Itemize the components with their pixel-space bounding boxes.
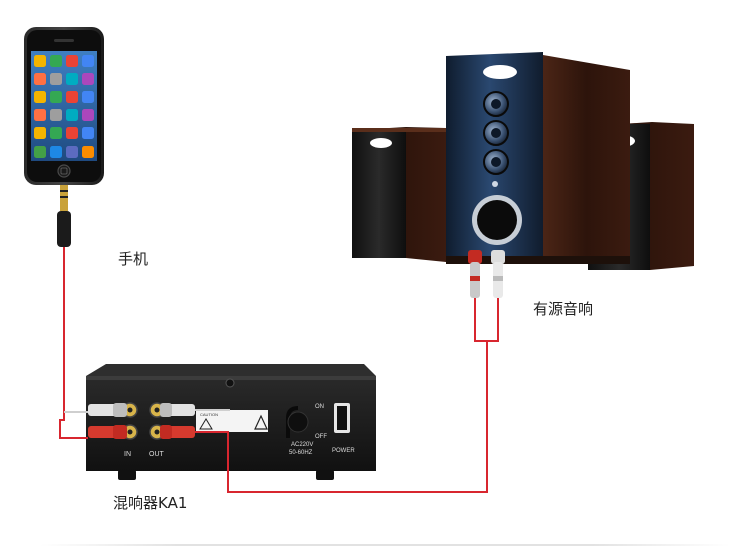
switch-on-label: ON — [315, 404, 324, 410]
dock-app-icon — [34, 146, 46, 158]
mixer-label: 混响器KA1 — [113, 494, 188, 512]
app-icon — [82, 55, 94, 67]
app-grid — [34, 55, 94, 158]
caution-sticker: CAUTION — [196, 410, 268, 432]
floor-line — [40, 544, 730, 546]
treble-knob — [483, 120, 509, 146]
bass-port — [472, 195, 522, 245]
speaker-rca-plugs — [468, 250, 505, 298]
app-icon — [82, 73, 94, 85]
ac-voltage-label: AC220V — [291, 442, 313, 448]
app-icon — [34, 109, 46, 121]
switch-off-label: OFF — [315, 434, 327, 440]
app-icon — [50, 127, 62, 139]
speakers-label: 有源音响 — [533, 300, 594, 318]
app-icon — [50, 91, 62, 103]
app-icon — [66, 73, 78, 85]
dock-app-icon — [50, 146, 62, 158]
app-icon — [82, 109, 94, 121]
power-label: POWER — [332, 448, 355, 454]
cable-phone-to-mixer — [59, 247, 90, 439]
app-icon — [66, 109, 78, 121]
power-led — [492, 181, 498, 187]
app-icon — [82, 91, 94, 103]
subwoofer — [446, 52, 630, 264]
app-icon — [34, 55, 46, 67]
bass-knob — [483, 149, 509, 175]
caution-text: CAUTION — [200, 412, 218, 417]
app-icon — [34, 73, 46, 85]
dock-app-icon — [66, 146, 78, 158]
app-icon — [66, 91, 78, 103]
phone-label: 手机 — [118, 250, 149, 268]
audio-jack-plug — [57, 185, 71, 247]
mixer-output-plugs — [160, 403, 230, 439]
input-label: IN — [124, 451, 131, 458]
power-switch: ON OFF POWER — [315, 403, 355, 454]
power-cord — [286, 406, 309, 438]
cable-mixer-to-speakers — [195, 298, 499, 493]
app-icon — [50, 73, 62, 85]
smartphone-icon — [24, 27, 104, 185]
output-label: OUT — [149, 451, 165, 458]
app-icon — [50, 109, 62, 121]
volume-knob — [483, 91, 509, 117]
ac-frequency-label: 50-60HZ — [289, 450, 313, 456]
app-icon — [50, 55, 62, 67]
dock-app-icon — [82, 146, 94, 158]
app-icon — [66, 127, 78, 139]
mixer-amplifier-icon: IN OUT CAUTION ON OFF POWER AC220V 50-60… — [86, 364, 376, 480]
app-icon — [34, 91, 46, 103]
speaker-set-icon — [352, 52, 694, 270]
app-icon — [34, 127, 46, 139]
app-icon — [82, 127, 94, 139]
app-icon — [66, 55, 78, 67]
mixer-input-plugs — [88, 403, 127, 439]
left-satellite-speaker — [352, 127, 446, 262]
